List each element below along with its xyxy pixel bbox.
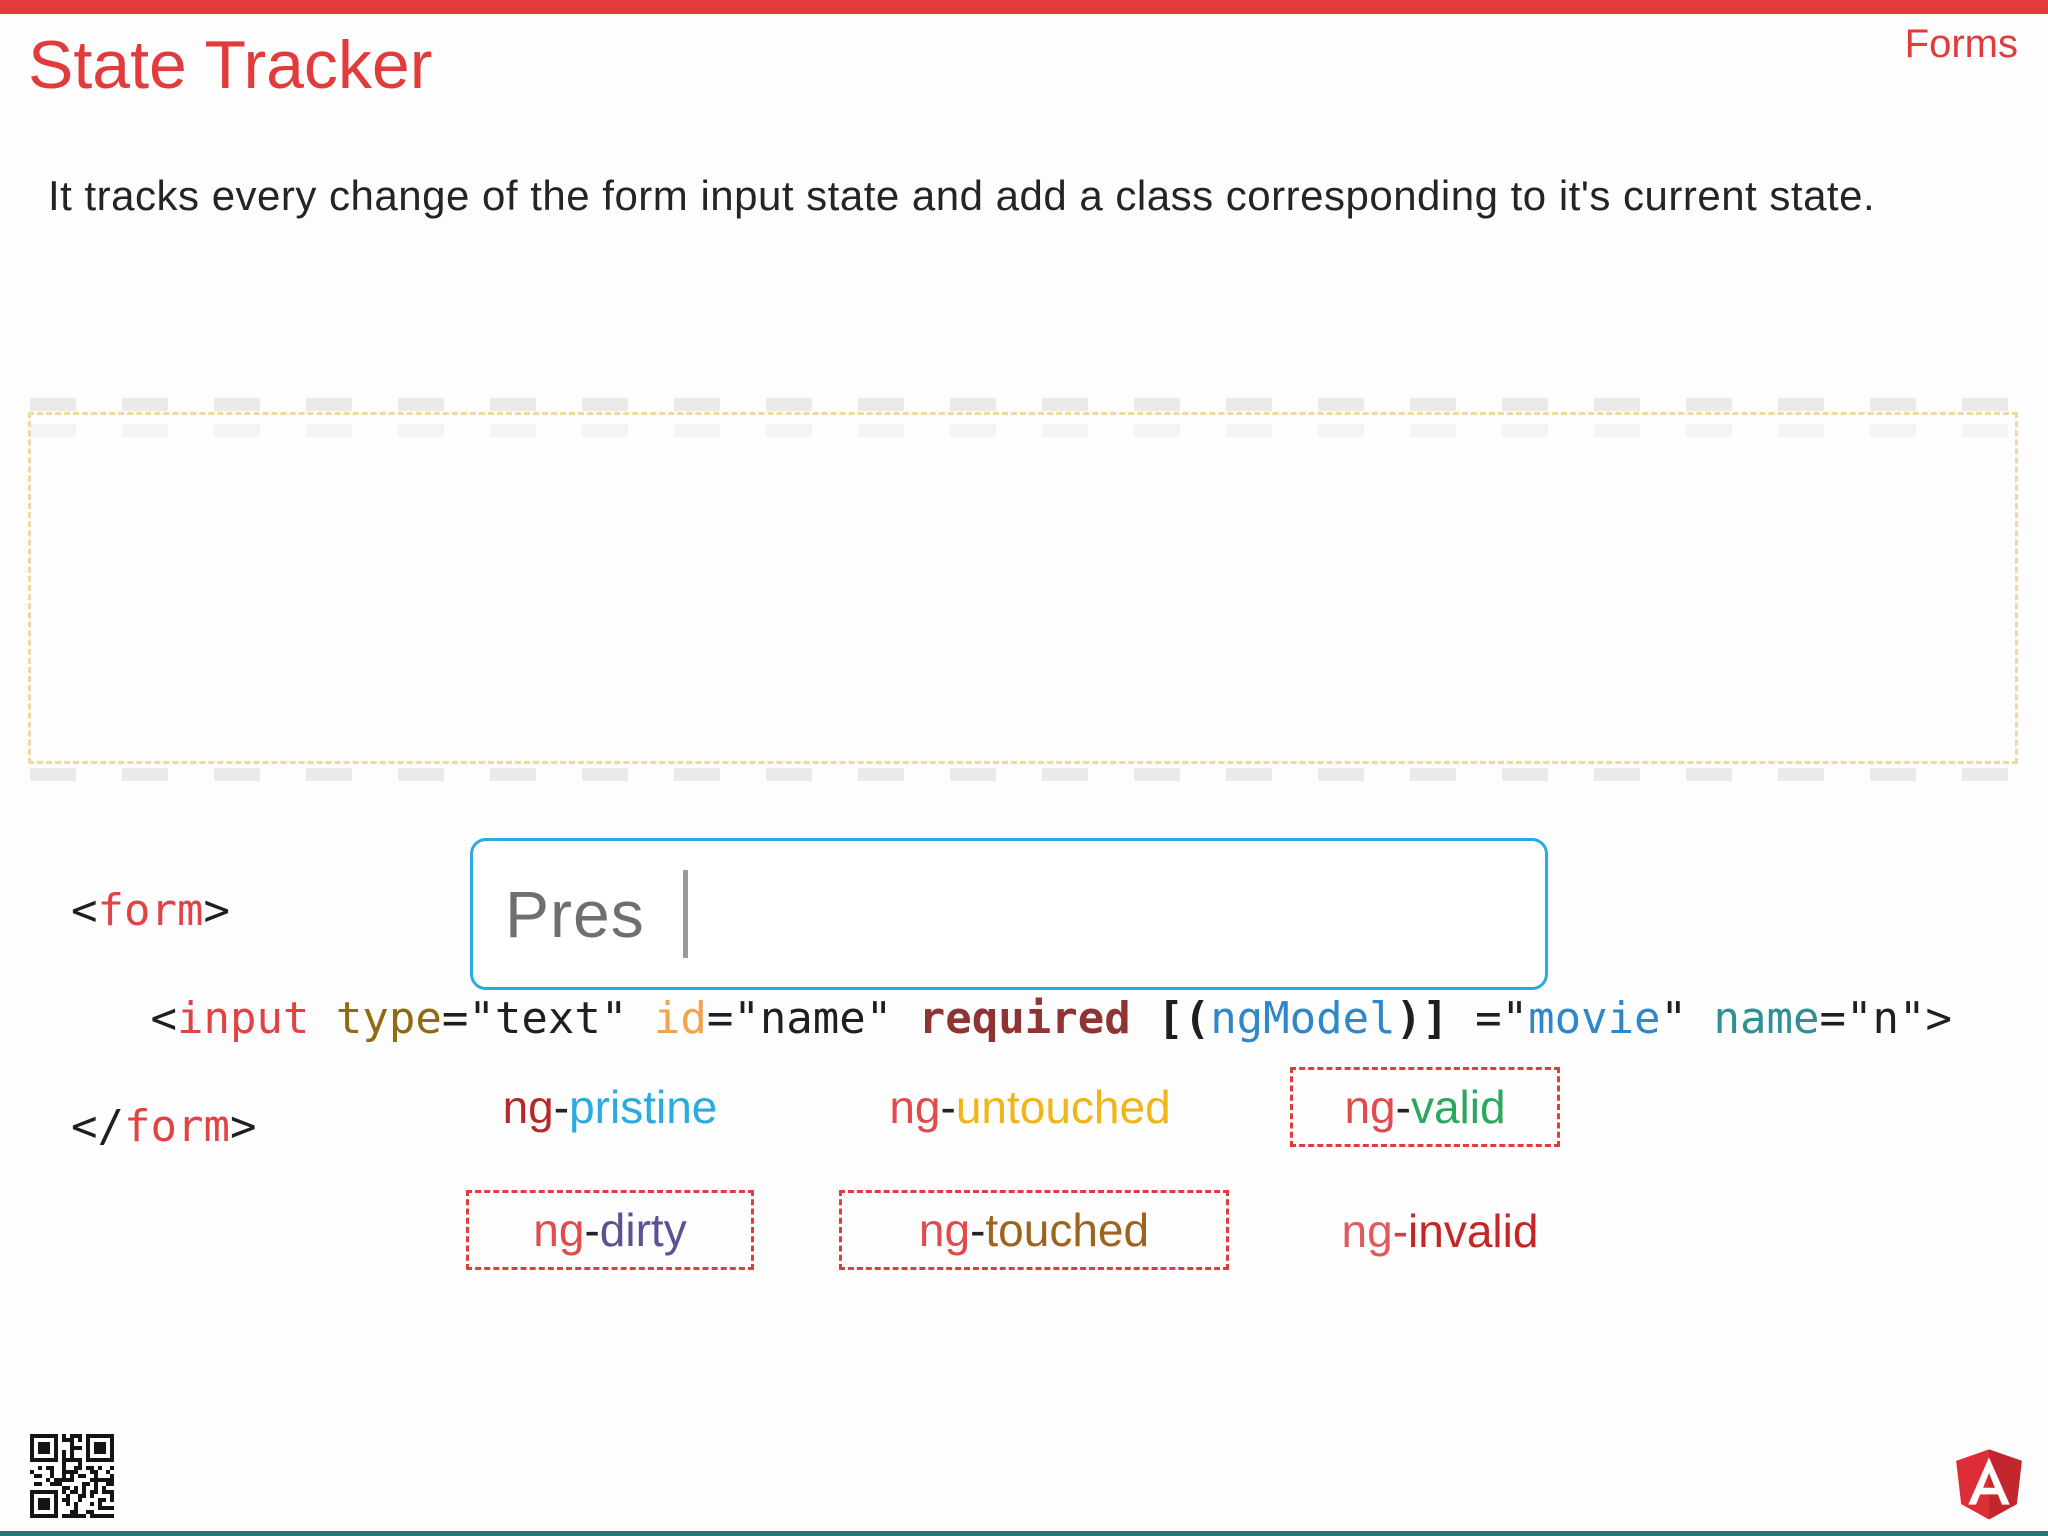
state-word: invalid <box>1408 1205 1539 1257</box>
state-ng-pristine: ng-pristine <box>487 1072 733 1142</box>
state-ng-touched: ng-touched <box>839 1190 1229 1270</box>
state-ng-untouched: ng-untouched <box>862 1072 1198 1142</box>
page-title: State Tracker <box>28 27 433 103</box>
ng-prefix: ng <box>889 1081 941 1133</box>
code-line: </form> <box>71 1101 257 1152</box>
top-accent-bar <box>0 0 2048 14</box>
dash: - <box>1395 1081 1411 1133</box>
text-cursor <box>682 870 688 958</box>
state-word: dirty <box>599 1204 687 1256</box>
ng-prefix: ng <box>1344 1081 1396 1133</box>
state-word: valid <box>1410 1081 1506 1133</box>
code-snippet-box: <form> <input type="text" id="name" requ… <box>28 412 2018 1152</box>
compression-artifact-strip <box>30 424 2016 437</box>
state-word: untouched <box>955 1081 1171 1133</box>
code-line: <input type="text" id="name" required [(… <box>71 993 1952 1044</box>
movie-input-value: Pres <box>505 877 645 951</box>
qr-code <box>30 1434 114 1518</box>
ng-prefix: ng <box>502 1081 554 1133</box>
ng-prefix: ng <box>918 1204 971 1256</box>
dash: - <box>1392 1205 1409 1257</box>
ng-prefix: ng <box>1341 1205 1393 1257</box>
bottom-accent-bar <box>0 1531 2048 1536</box>
slide-subtitle: It tracks every change of the form input… <box>48 172 1876 219</box>
dash: - <box>970 1204 986 1256</box>
code-line: <form> <box>71 885 230 936</box>
state-ng-invalid: ng-invalid <box>1300 1196 1580 1266</box>
movie-text-input[interactable]: Pres <box>470 838 1548 990</box>
section-label-forms: Forms <box>1904 22 2018 66</box>
state-word: touched <box>985 1204 1150 1256</box>
dash: - <box>940 1081 956 1133</box>
state-ng-valid: ng-valid <box>1290 1067 1560 1147</box>
state-ng-dirty: ng-dirty <box>466 1190 754 1270</box>
angular-logo <box>1952 1440 2026 1522</box>
dash: - <box>584 1204 600 1256</box>
compression-artifact-strip <box>30 398 2016 411</box>
compression-artifact-strip <box>30 768 2016 781</box>
state-word: pristine <box>569 1081 718 1133</box>
code-snippet: <form> <input type="text" id="name" requ… <box>71 857 1952 1181</box>
dash: - <box>553 1081 570 1133</box>
ng-prefix: ng <box>533 1204 585 1256</box>
